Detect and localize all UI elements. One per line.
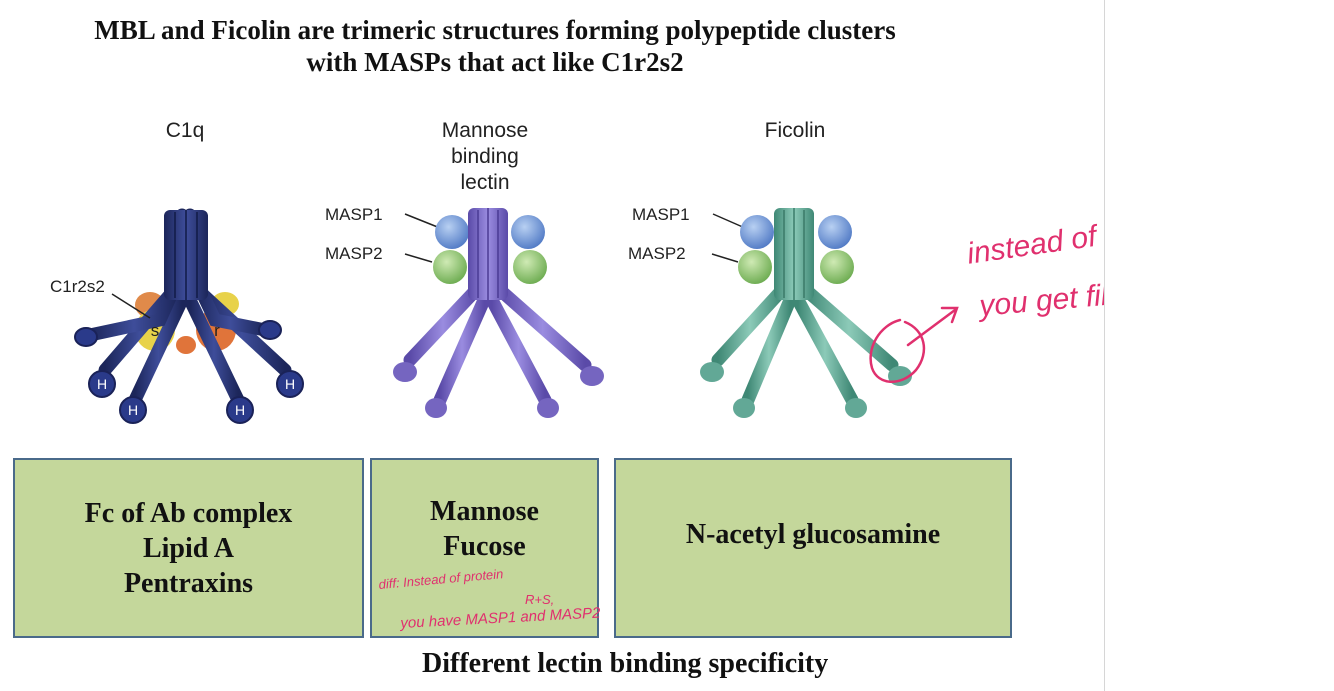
c1q-head-label: H [97, 376, 107, 392]
c1q-ligand-line-3: Pentraxins [123, 567, 254, 599]
ficolin-ligand-box: N-acetyl glucosamine [614, 458, 1012, 638]
mbl-masp1-right [511, 215, 545, 249]
c1s-label: s [151, 321, 160, 340]
ficolin-masp2-pointer [711, 253, 739, 263]
mbl-masp2-right [513, 250, 547, 284]
mbl-masp2-label: MASP2 [325, 244, 383, 263]
mbl-masp2-left [433, 250, 467, 284]
pane-divider [1104, 0, 1105, 691]
mbl-carbohydrate-recognition-domains [393, 362, 604, 418]
mbl-ligand-box: Mannose Fucose [370, 458, 599, 638]
ficolin-masp1-left [740, 215, 774, 249]
mbl-label-line-3: lectin [460, 171, 510, 194]
c1q-ligand-line-2: Lipid A [142, 532, 235, 564]
ficolin-label: Ficolin [764, 119, 826, 142]
title-line-2: with MASPs that act like C1r2s2 [306, 47, 684, 77]
ficolin-masp2-left [738, 250, 772, 284]
mbl-masp1-label: MASP1 [325, 205, 383, 224]
c1q-label: C1q [165, 119, 205, 142]
c1q-head-label: H [235, 402, 245, 418]
ficolin-masp2-label: MASP2 [628, 244, 686, 263]
c1r2s2-label: C1r2s2 [50, 277, 105, 296]
c1r-subunit-bottom [176, 336, 196, 354]
molecule-diagram: H H H H s r C1r2s2 [50, 208, 959, 424]
mbl-masp1-left [435, 215, 469, 249]
c1q-head-label: H [128, 402, 138, 418]
ficolin-molecule [700, 208, 912, 418]
ficolin-masp1-right [818, 215, 852, 249]
c1q-ligand-line-1: Fc of Ab complex [84, 497, 293, 529]
ficolin-masp1-label: MASP1 [632, 205, 690, 224]
c1q-molecule: H H H H s r C1r2s2 [50, 208, 304, 424]
c1q-head-label: H [285, 376, 295, 392]
slide: MBL and Ficolin are trimeric structures … [0, 14, 1272, 679]
mbl-label-line-2: binding [451, 145, 519, 168]
ficolin-masp1-pointer [712, 213, 746, 229]
mbl-ligand-line-2: Fucose [443, 531, 526, 562]
mbl-label: Mannose binding lectin [415, 118, 555, 196]
annotation-circle-arrow [869, 306, 959, 383]
annotation-diff-line-2: R+S, [525, 592, 555, 607]
ficolin-fibrinogen-domains [700, 362, 912, 418]
ficolin-masp2-right [820, 250, 854, 284]
mbl-ligand-line-1: Mannose [430, 496, 539, 527]
c1r2s2-pointer [111, 293, 151, 319]
c1q-ligand-box: Fc of Ab complex Lipid A Pentraxins [13, 458, 364, 638]
ficolin-ligand-line-1: N-acetyl glucosamine [685, 518, 941, 550]
notes-pane [1105, 0, 1334, 691]
c1r-label: r [214, 321, 220, 340]
slide-title: MBL and Ficolin are trimeric structures … [0, 14, 990, 78]
mbl-molecule [393, 208, 604, 418]
c1q-globular-heads [74, 320, 304, 424]
mbl-masp2-pointer [404, 253, 433, 263]
mbl-label-line-1: Mannose [441, 119, 529, 142]
footer-caption: Different lectin binding specificity [422, 648, 829, 679]
title-line-1: MBL and Ficolin are trimeric structures … [94, 15, 896, 45]
mbl-masp1-pointer [404, 213, 441, 229]
